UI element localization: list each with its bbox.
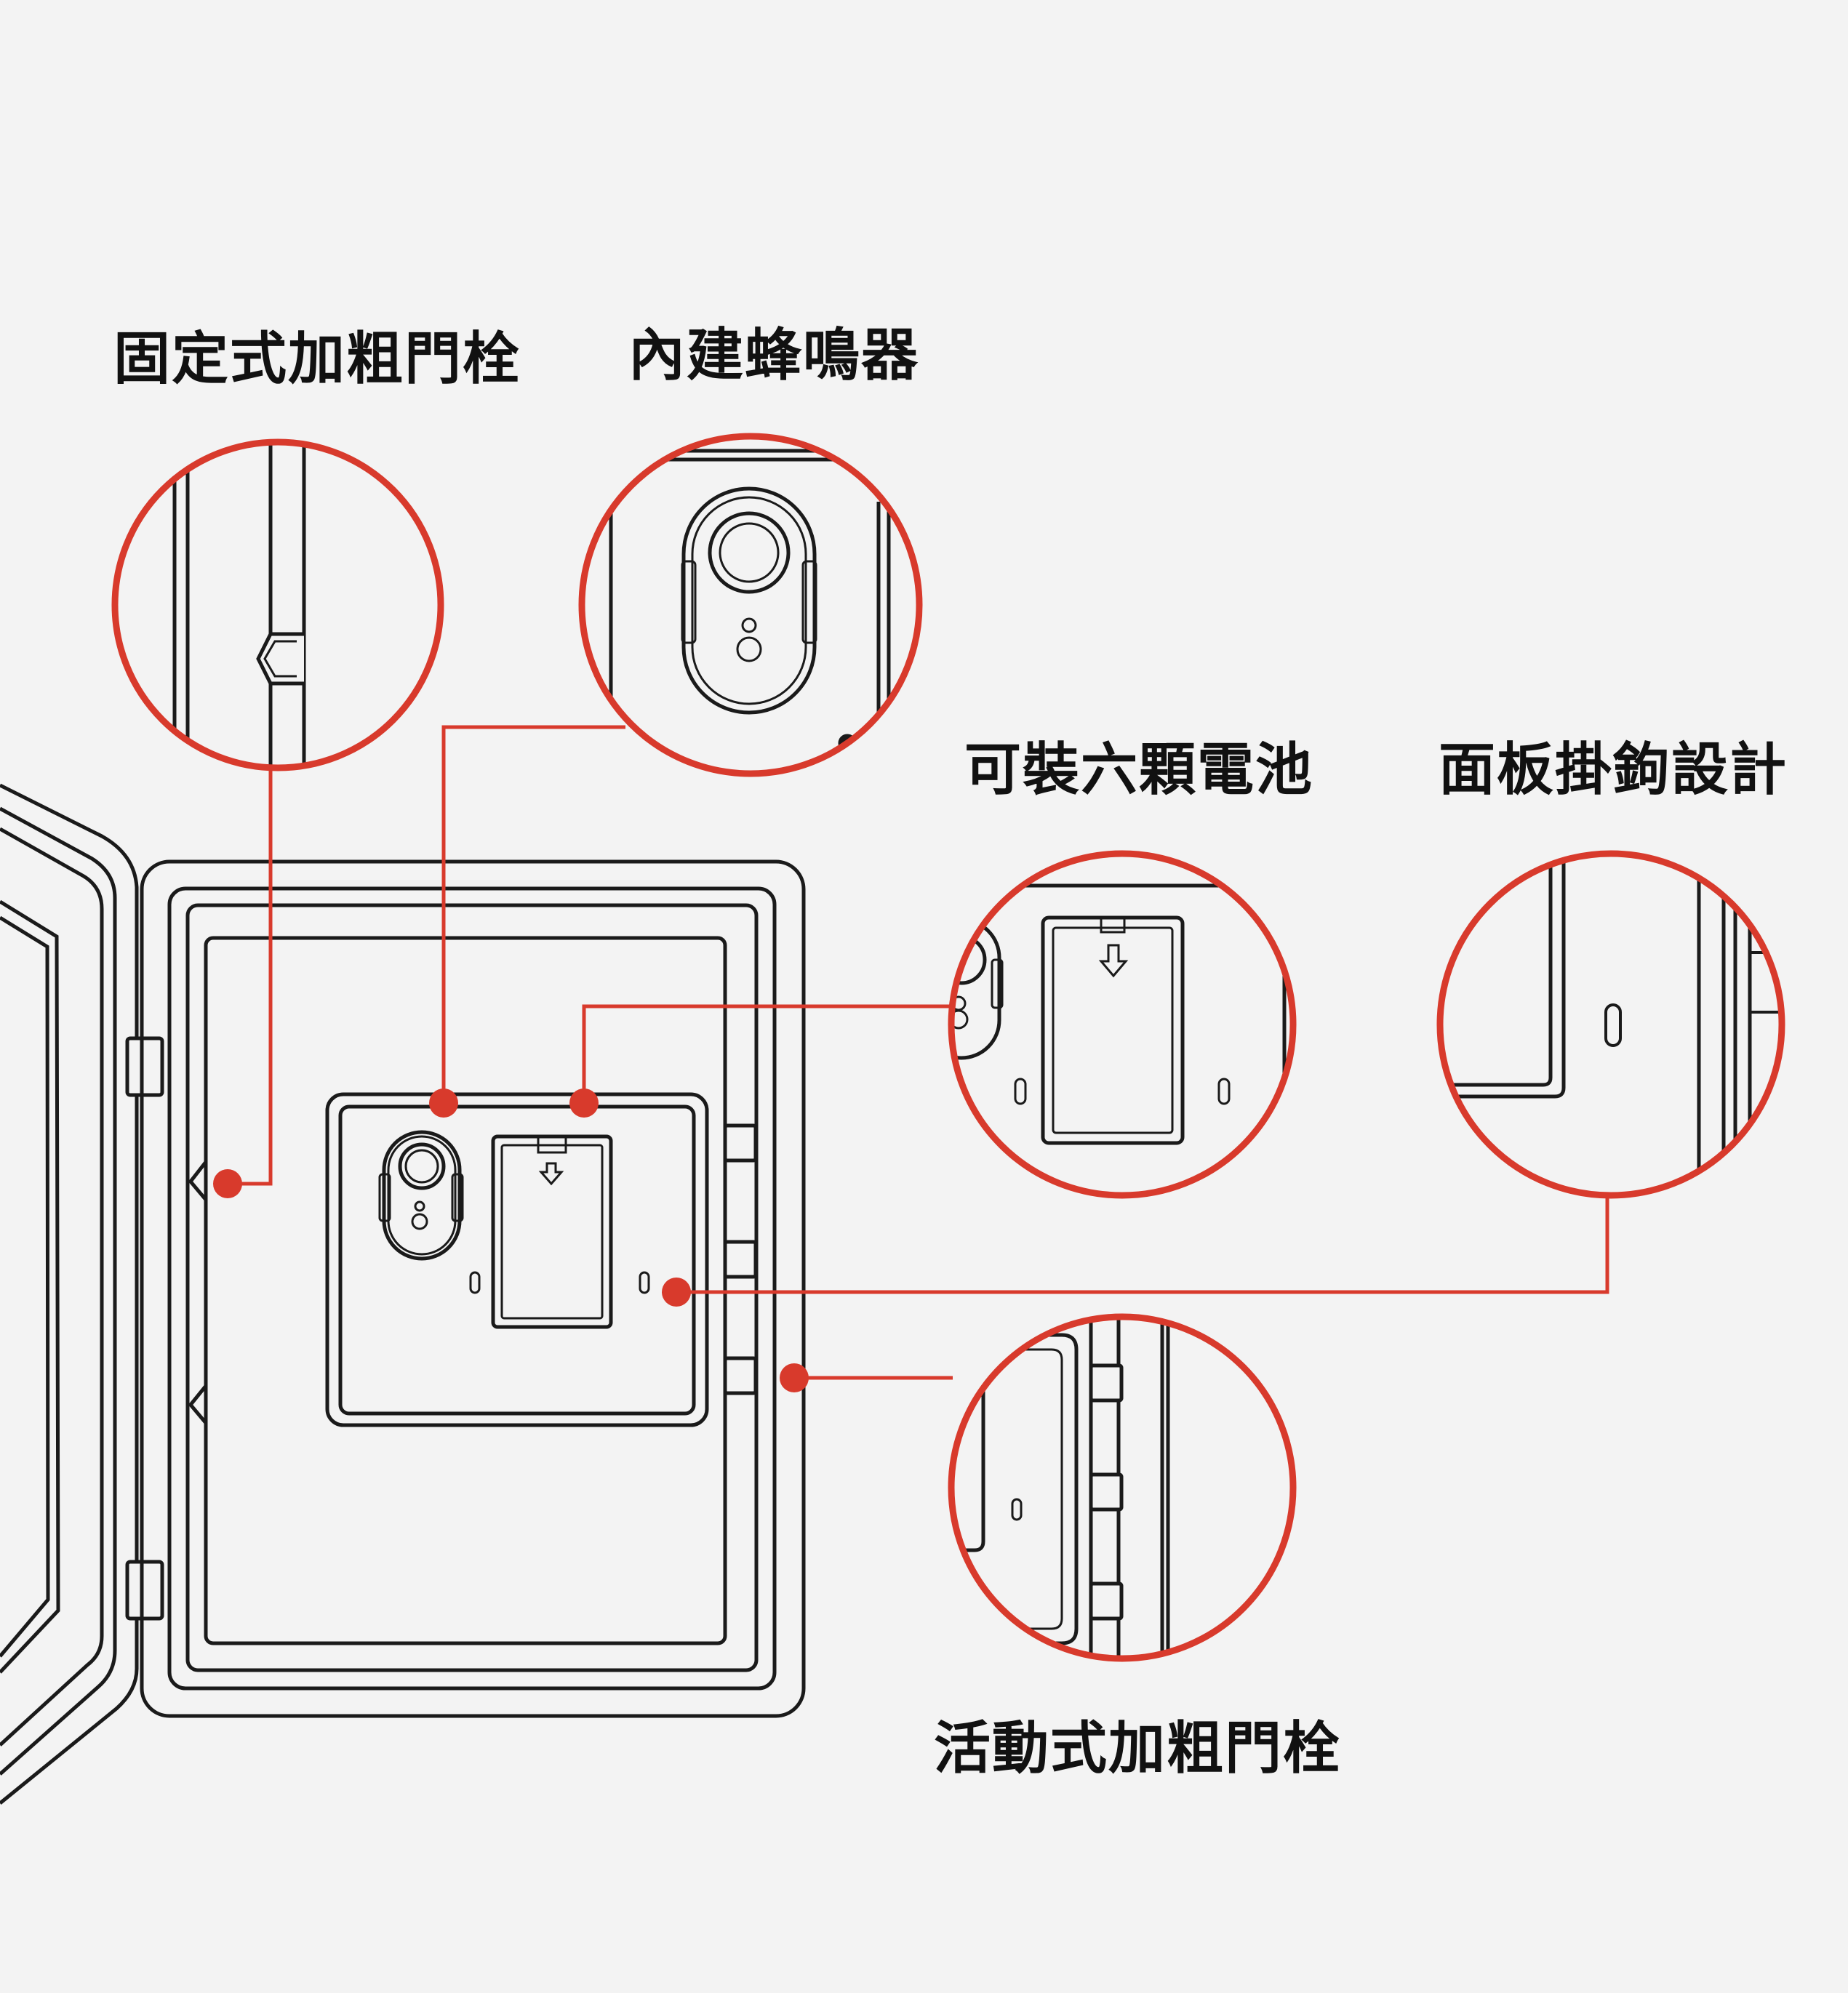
dot-fixed-bolts <box>213 1169 242 1198</box>
dot-movable-bolts <box>780 1363 809 1392</box>
zoom-buzzer <box>578 433 923 777</box>
label-fixed-bolts: 固定式加粗門栓 <box>113 326 521 392</box>
zoom-fixed-bolts <box>111 438 444 771</box>
zoom-hanging-hook <box>1436 850 1785 1199</box>
control-panel <box>325 1092 709 1427</box>
label-hanging-hook: 面板掛鉤設計 <box>1439 737 1788 803</box>
dot-hanging-hook <box>662 1278 691 1307</box>
movable-bolts <box>723 1123 758 1395</box>
label-battery: 可裝六顆電池 <box>964 737 1314 803</box>
dot-buzzer <box>429 1088 458 1118</box>
zoom-battery <box>948 850 1297 1199</box>
label-buzzer: 內建蜂鳴器 <box>628 323 920 388</box>
leader-lines <box>228 725 1609 1380</box>
hinges <box>125 1036 164 1621</box>
dot-battery <box>569 1088 599 1118</box>
callout-dots <box>213 1088 809 1392</box>
zoom-movable-bolts <box>948 1313 1297 1662</box>
label-movable-bolts: 活動式加粗門栓 <box>934 1716 1342 1781</box>
safe-door-frame <box>140 859 806 1718</box>
fixed-bolt-notches <box>188 1156 208 1428</box>
open-door-panel <box>0 783 139 1805</box>
